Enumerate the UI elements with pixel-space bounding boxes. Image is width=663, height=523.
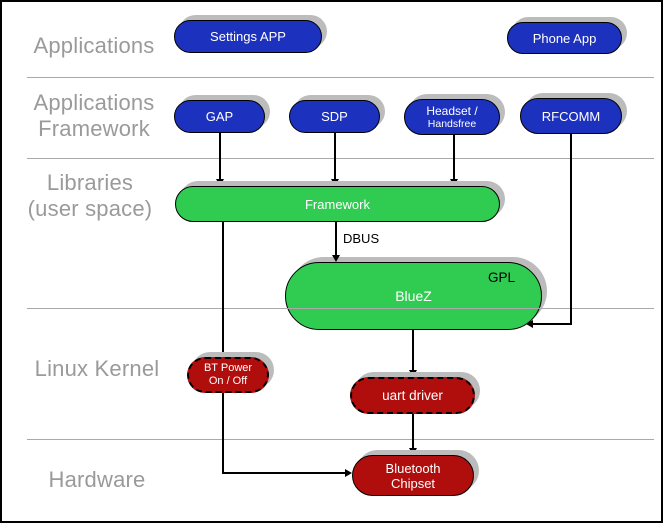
edge-sdp-to-framework <box>334 133 336 179</box>
node-bt-power-line2: On / Off <box>208 375 248 387</box>
edge-bluez-to-uart <box>412 330 414 371</box>
layer-label-linux-kernel-text: Linux Kernel <box>34 356 160 381</box>
arrowhead-chipset-left <box>345 469 352 477</box>
node-bluez-label: BlueZ <box>395 287 432 304</box>
edge-rfcomm-vertical <box>570 134 572 325</box>
node-gap-label: GAP <box>205 109 234 124</box>
node-bluez: BlueZ GPL <box>285 262 542 330</box>
node-bluetooth-chipset-line1: Bluetooth <box>385 460 441 476</box>
edge-framework-to-bluez-dbus <box>335 222 337 256</box>
edge-headset-to-framework <box>453 135 455 179</box>
layer-divider-applications <box>27 77 654 78</box>
layer-label-hardware: Hardware <box>27 467 167 493</box>
node-gap: GAP <box>174 100 265 133</box>
node-bt-power: BT Power On / Off <box>187 357 269 393</box>
edge-rfcomm-horizontal <box>532 323 572 325</box>
node-phone-app: Phone App <box>507 22 622 54</box>
layer-label-libraries: Libraries (user space) <box>10 170 170 222</box>
layer-label-linux-kernel: Linux Kernel <box>17 356 177 382</box>
node-phone-app-label: Phone App <box>532 30 597 46</box>
layer-label-libraries-line1: Libraries <box>46 170 134 195</box>
layer-divider-framework <box>27 158 654 159</box>
layer-label-applications-text: Applications <box>33 33 155 58</box>
node-uart-driver: uart driver <box>350 377 475 414</box>
node-bluetooth-chipset: Bluetooth Chipset <box>352 455 474 496</box>
node-bt-power-line1: BT Power <box>203 362 253 374</box>
edge-gap-to-framework <box>219 133 221 179</box>
layer-divider-kernel <box>27 439 654 440</box>
arrowhead-headset-framework <box>450 179 458 186</box>
node-settings-app-label: Settings APP <box>210 29 286 44</box>
arrowhead-dbus-bluez <box>332 255 340 262</box>
arrowhead-gap-framework <box>216 179 224 186</box>
node-uart-driver-label: uart driver <box>382 388 443 403</box>
layer-label-app-framework-line2: Framework <box>38 116 150 141</box>
node-rfcomm-label: RFCOMM <box>541 108 601 124</box>
node-settings-app: Settings APP <box>174 20 322 53</box>
arrowhead-uart-chipset <box>409 448 417 455</box>
layer-label-hardware-text: Hardware <box>48 467 146 492</box>
edge-framework-to-chipset-vertical <box>222 222 224 474</box>
layer-divider-libraries <box>27 308 654 309</box>
layer-label-app-framework-line1: Applications <box>33 90 155 115</box>
edge-uart-to-chipset <box>412 414 414 449</box>
layer-label-applications: Applications <box>14 33 174 59</box>
node-rfcomm: RFCOMM <box>520 98 622 134</box>
layer-label-applications-framework: Applications Framework <box>14 90 174 142</box>
edge-label-dbus: DBUS <box>343 231 380 246</box>
node-framework-label: Framework <box>304 196 370 212</box>
arrowhead-bluez-uart <box>409 370 417 377</box>
gpl-badge: GPL <box>487 270 515 285</box>
layer-label-libraries-line2: (user space) <box>27 196 153 221</box>
node-headset-line2: Handsfree <box>427 117 477 130</box>
node-bluetooth-chipset-line2: Chipset <box>390 475 436 491</box>
node-headset-handsfree: Headset / Handsfree <box>404 99 500 135</box>
arrowhead-rfcomm-bluez <box>526 320 533 328</box>
node-headset-line1: Headset / <box>426 103 478 118</box>
node-framework: Framework <box>175 186 500 222</box>
node-sdp-label: SDP <box>321 109 348 124</box>
node-sdp: SDP <box>289 100 380 133</box>
arrowhead-sdp-framework <box>331 179 339 186</box>
edge-framework-to-chipset-horizontal <box>222 472 346 474</box>
